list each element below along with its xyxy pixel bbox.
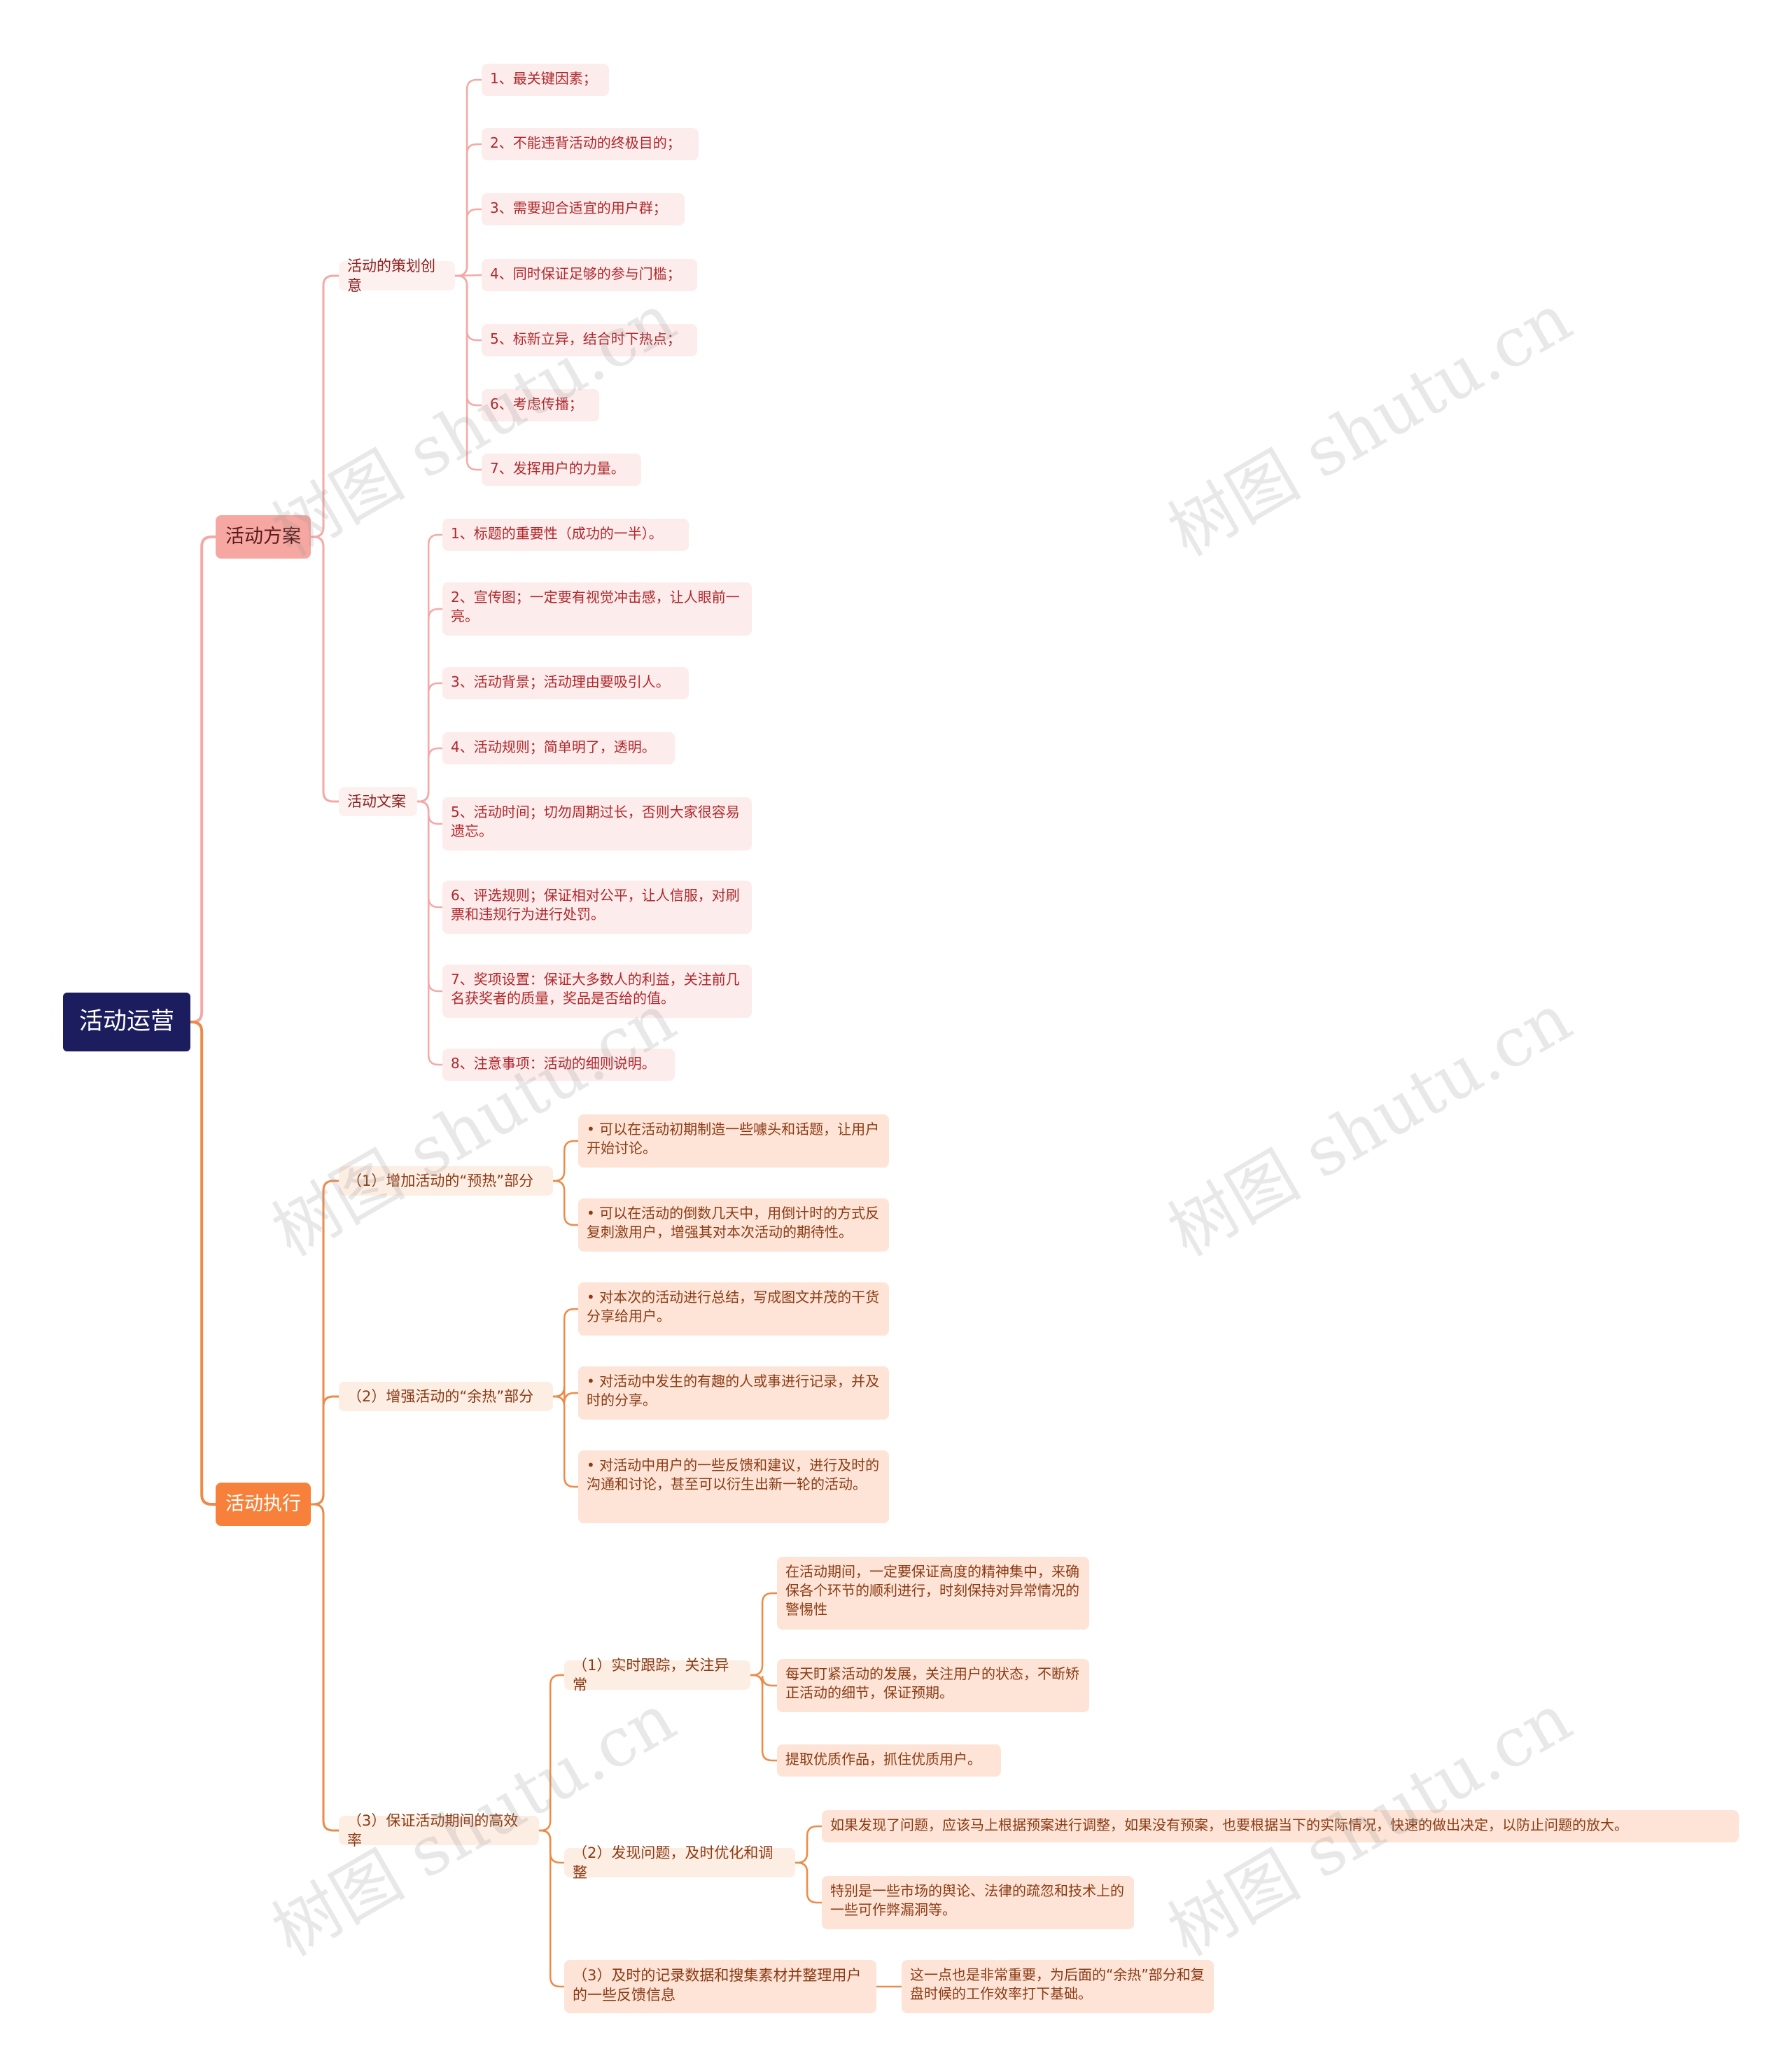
creative-item-5[interactable]: 5、标新立异，结合时下热点； — [482, 324, 697, 356]
connector-line — [417, 608, 442, 803]
connector-line — [750, 1592, 777, 1676]
creative-item-1[interactable]: 1、最关键因素； — [482, 64, 609, 96]
connector-line — [417, 800, 442, 1066]
connector-line — [455, 208, 482, 277]
copy-item-3[interactable]: 3、活动背景；活动理由要吸引人。 — [442, 667, 689, 699]
creative-item-4[interactable]: 4、同时保证足够的参与门槛； — [482, 259, 697, 291]
connector-line — [455, 274, 482, 342]
connector-line — [539, 1829, 564, 1864]
connector-line — [539, 1674, 564, 1832]
connector-line — [417, 533, 442, 803]
afterglow-item-2[interactable]: • 对活动中发生的有趣的人或事进行记录，并及时的分享。 — [578, 1366, 889, 1420]
copy-item-4[interactable]: 4、活动规则；简单明了，透明。 — [442, 732, 675, 764]
creative-item-7[interactable]: 7、发挥用户的力量。 — [482, 454, 641, 486]
connector-line — [417, 800, 442, 993]
subtopic-realtime-tracking[interactable]: （1）实时跟踪，关注异常 — [564, 1657, 750, 1693]
subtopic-warmup[interactable]: （1）增加活动的“预热”部分 — [339, 1166, 553, 1196]
connector-line — [553, 1395, 578, 1488]
connector-line — [553, 1180, 578, 1226]
tracking-item-2[interactable]: 每天盯紧活动的发展，关注用户的状态，不断矫正活动的细节，保证预期。 — [777, 1659, 1089, 1712]
connector-line — [455, 274, 482, 471]
afterglow-item-3[interactable]: • 对活动中用户的一些反馈和建议，进行及时的沟通和讨论，甚至可以衍生出新一轮的活… — [578, 1450, 889, 1523]
copy-item-5[interactable]: 5、活动时间；切勿周期过长，否则大家很容易遗忘。 — [442, 797, 752, 850]
subtopic-efficiency[interactable]: （3）保证活动期间的高效率 — [339, 1812, 539, 1849]
record-item-1[interactable]: 这一点也是非常重要，为后面的“余热”部分和复盘时候的工作效率打下基础。 — [902, 1960, 1214, 2013]
connector-line — [750, 1674, 777, 1687]
creative-item-6[interactable]: 6、考虑传播； — [482, 389, 599, 421]
connector-line — [311, 1395, 339, 1506]
branch-activity-plan[interactable]: 活动方案 — [216, 515, 311, 559]
connector-line — [795, 1825, 822, 1864]
optimize-item-2[interactable]: 特别是一些市场的舆论、法律的疏忽和技术上的一些可作弊漏洞等。 — [822, 1876, 1134, 1929]
connector-line — [311, 274, 339, 538]
root-node[interactable]: 活动运营 — [63, 993, 190, 1051]
connector-line — [455, 78, 482, 277]
subtopic-optimize[interactable]: （2）发现问题，及时优化和调整 — [564, 1844, 795, 1881]
subtopic-creative[interactable]: 活动的策划创意 — [339, 258, 455, 294]
copy-item-6[interactable]: 6、评选规则；保证相对公平，让人信服，对刷票和违规行为进行处罚。 — [442, 881, 752, 934]
optimize-item-1[interactable]: 如果发现了问题，应该马上根据预案进行调整，如果没有预案，也要根据当下的实际情况，… — [822, 1810, 1739, 1842]
connector-line — [553, 1308, 578, 1398]
copy-item-1[interactable]: 1、标题的重要性（成功的一半）。 — [442, 519, 689, 551]
branch-activity-execution[interactable]: 活动执行 — [216, 1483, 311, 1526]
connector-line — [190, 536, 216, 1023]
subtopic-copywriting[interactable]: 活动文案 — [339, 787, 417, 816]
copy-item-8[interactable]: 8、注意事项：活动的细则说明。 — [442, 1049, 675, 1081]
connector-line — [553, 1386, 578, 1404]
connector-line — [417, 800, 442, 909]
creative-item-2[interactable]: 2、不能违背活动的终极目的； — [482, 128, 699, 160]
connector-line — [311, 1503, 339, 1832]
copy-item-7[interactable]: 7、奖项设置：保证大多数人的利益，关注前几名获奖者的质量，奖品是否给的值。 — [442, 965, 752, 1018]
subtopic-record-data[interactable]: （3）及时的记录数据和搜集素材并整理用户的一些反馈信息 — [564, 1960, 876, 2013]
connector-line — [539, 1829, 564, 1988]
copy-item-2[interactable]: 2、宣传图；一定要有视觉冲击感，让人眼前一亮。 — [442, 582, 752, 636]
warmup-item-1[interactable]: • 可以在活动初期制造一些噱头和话题，让用户开始讨论。 — [578, 1114, 889, 1168]
connector-line — [417, 682, 442, 803]
creative-item-3[interactable]: 3、需要迎合适宜的用户群； — [482, 193, 685, 225]
connector-line — [417, 747, 442, 803]
subtopic-afterglow[interactable]: （2）增强活动的“余热”部分 — [339, 1382, 553, 1411]
connector-line — [750, 1674, 777, 1762]
connector-line — [417, 800, 442, 825]
afterglow-item-1[interactable]: • 对本次的活动进行总结，写成图文并茂的干货分享给用户。 — [578, 1282, 889, 1336]
tracking-item-1[interactable]: 在活动期间，一定要保证高度的精神集中，来确保各个环节的顺利进行，时刻保持对异常情… — [777, 1557, 1089, 1630]
connector-line — [190, 1021, 216, 1506]
warmup-item-2[interactable]: • 可以在活动的倒数几天中，用倒计时的方式反复刺激用户，增强其对本次活动的期待性… — [578, 1198, 889, 1252]
connector-line — [311, 536, 339, 803]
tracking-item-3[interactable]: 提取优质作品，抓住优质用户。 — [777, 1744, 1001, 1777]
connector-line — [795, 1861, 822, 1904]
connector-line — [553, 1140, 578, 1182]
connector-line — [311, 1180, 339, 1506]
